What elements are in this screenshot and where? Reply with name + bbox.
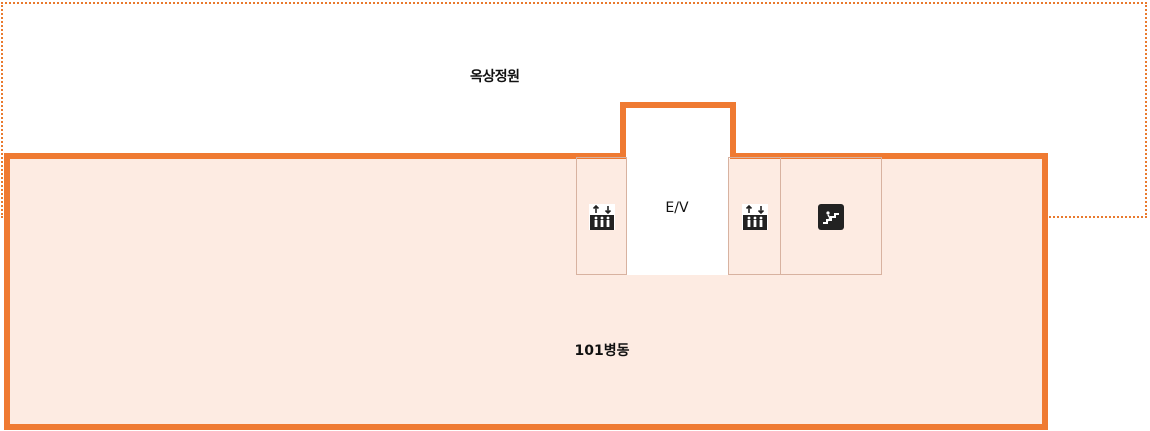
rooftop-garden-label: 옥상정원 <box>470 69 520 85</box>
elevator-label: E/V <box>665 200 689 216</box>
elevator-block-outline <box>620 102 736 159</box>
elevator-cell-left[interactable] <box>576 157 627 275</box>
stairs-cell[interactable] <box>780 157 882 275</box>
elevator-icon <box>589 204 615 230</box>
ward-101-label: 101병동 <box>574 343 630 359</box>
emergency-stairs-icon <box>818 204 844 230</box>
elevator-shaft <box>626 155 728 275</box>
rooftop-garden-outline-bottom <box>1046 216 1147 218</box>
elevator-icon <box>742 204 768 230</box>
ward-101-area[interactable] <box>4 153 1048 430</box>
rooftop-garden-outline <box>1 2 1147 218</box>
